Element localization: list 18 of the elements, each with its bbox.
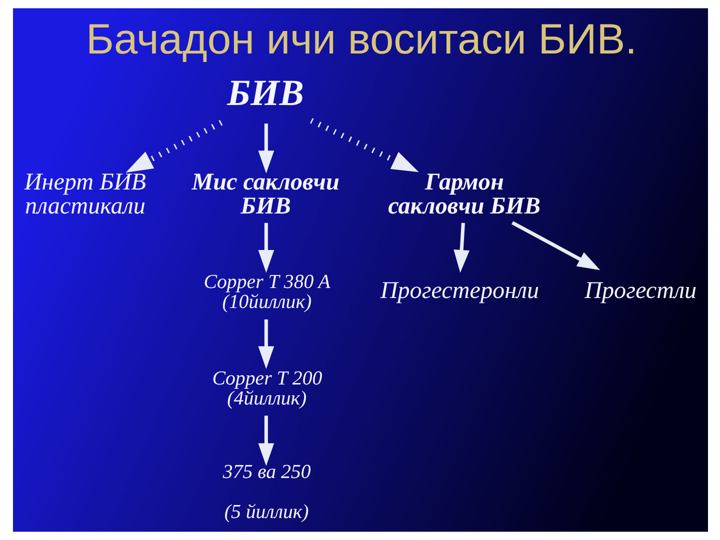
- node-text: Гармон сакловчи БИВ: [388, 169, 540, 220]
- node-text: Copper T 200 (4йиллик): [212, 367, 322, 410]
- arrow: [258, 416, 274, 466]
- node-text: 375 ва 250 (5 йиллик): [222, 461, 310, 523]
- node-text: Прогестли: [584, 278, 696, 304]
- node-text: Мис сакловчи БИВ: [191, 169, 339, 220]
- node-text: Copper T 380 A (10йиллик): [203, 271, 330, 313]
- diagram-title: Бачадон ичи воситаси БИВ.: [86, 16, 636, 64]
- arrow: [258, 124, 274, 174]
- arrow: [258, 222, 274, 273]
- node-text: Инерт БИВ пластикали: [24, 169, 146, 220]
- node-text: Прогестеронли: [380, 278, 539, 304]
- arrow: [310, 118, 418, 172]
- node-text: БИВ: [226, 72, 304, 114]
- arrow: [125, 120, 222, 173]
- arrow: [453, 222, 470, 273]
- arrow: [511, 221, 600, 270]
- arrow: [258, 319, 274, 370]
